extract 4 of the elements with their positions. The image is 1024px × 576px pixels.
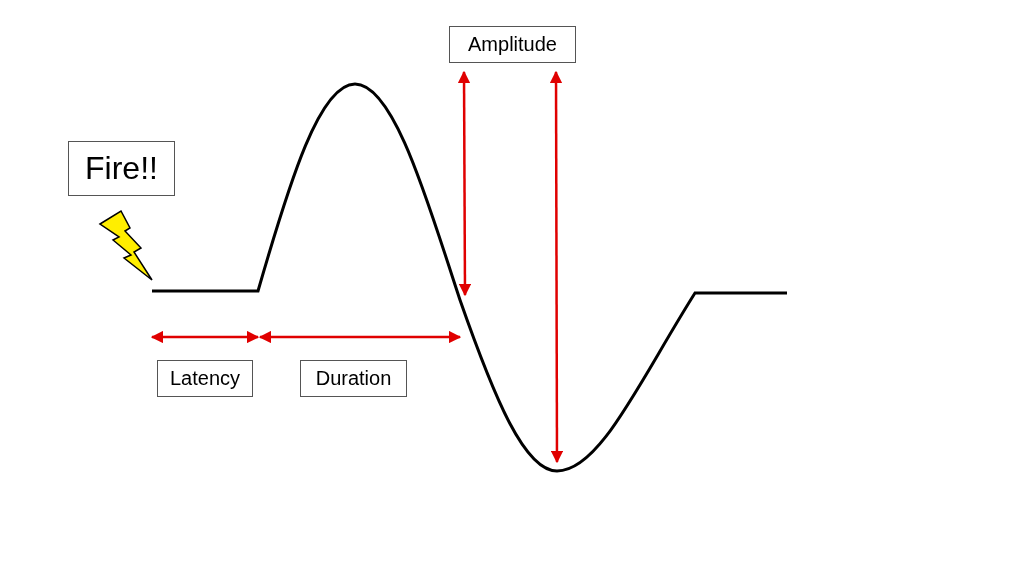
label-box: Amplitude: [449, 26, 576, 63]
label-box: Fire!!: [68, 141, 175, 196]
label-box: Latency: [157, 360, 253, 397]
label-box: Duration: [300, 360, 407, 397]
